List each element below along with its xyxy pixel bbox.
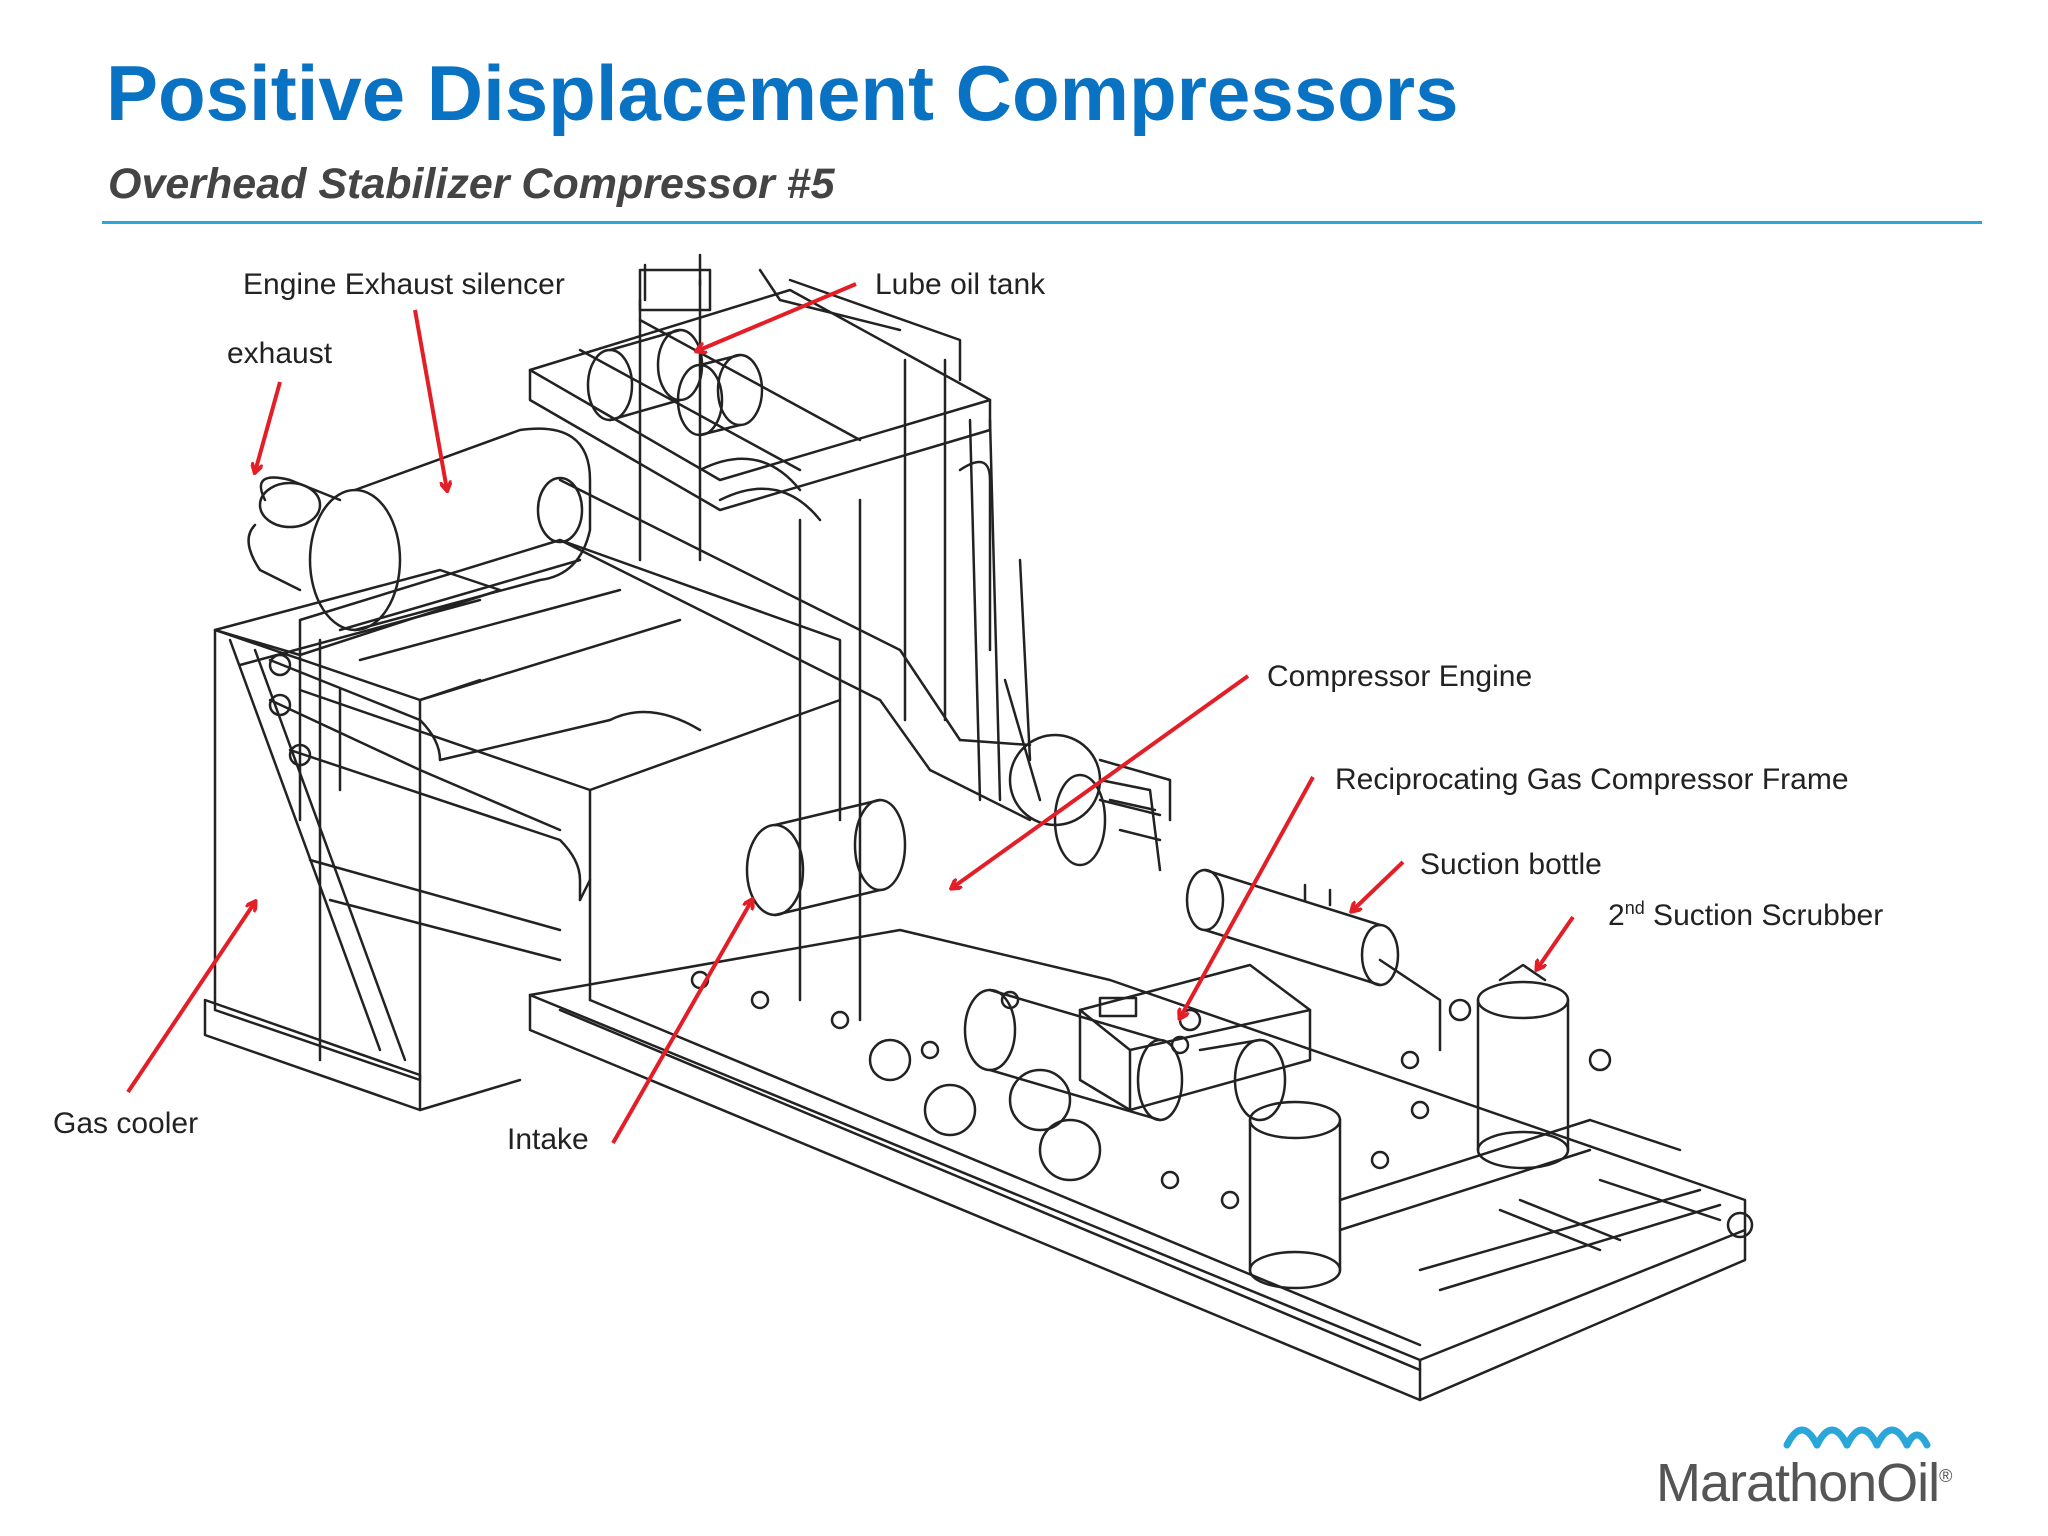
arrow-compressor-engine	[952, 674, 1250, 888]
arrow-lube-oil-tank	[697, 282, 857, 351]
label-suction-scrubber: 2nd Suction Scrubber	[1608, 898, 1884, 932]
arrow-exhaust	[255, 381, 282, 472]
label-compressor-engine: Compressor Engine	[1267, 660, 1533, 693]
vertical-risers	[958, 418, 1172, 822]
skid-piping	[1338, 958, 1754, 1292]
compressor-cylinders	[868, 988, 1287, 1182]
arrow-gas-cooler	[126, 902, 255, 1094]
label-engine-exhaust-silencer: Engine Exhaust silencer	[243, 268, 565, 301]
label-exhaust: exhaust	[227, 337, 333, 370]
arrow-suction-scrubber	[1537, 915, 1575, 969]
skid-base	[528, 928, 1747, 1402]
arrow-intake	[611, 900, 752, 1144]
arrow-compressor-frame	[1180, 776, 1315, 1018]
title-divider	[102, 221, 1982, 224]
suction-bottle	[1185, 868, 1400, 987]
skid-valves	[690, 970, 1430, 1210]
marathon-logo-mark	[1783, 1426, 1931, 1449]
gas-cooler-box	[203, 568, 522, 1112]
arrow-exhaust-silencer	[413, 309, 447, 490]
engine-enclosure	[298, 538, 842, 1002]
label-gas-cooler: Gas cooler	[53, 1107, 199, 1140]
arrow-suction-bottle	[1352, 860, 1405, 911]
page-title: Positive Displacement Compressors	[106, 49, 1459, 137]
scrubber-vessels	[1248, 963, 1570, 1290]
label-lube-oil-tank: Lube oil tank	[875, 268, 1046, 301]
page-subtitle: Overhead Stabilizer Compressor #5	[108, 160, 835, 208]
exhaust-silencer	[247, 427, 592, 632]
lube-oil-tanks	[586, 328, 822, 522]
intake-pipe	[536, 476, 1107, 867]
label-reciprocating-frame: Reciprocating Gas Compressor Frame	[1335, 763, 1849, 796]
marathon-logo-text: MarathonOil®	[1656, 1453, 1952, 1513]
label-intake: Intake	[507, 1123, 589, 1156]
callout-arrows	[126, 282, 1575, 1144]
label-suction-bottle: Suction bottle	[1420, 848, 1602, 881]
air-cleaner	[745, 798, 907, 917]
guard-rail	[1098, 778, 1162, 872]
cooler-piping	[268, 653, 702, 962]
compressor-frame	[1078, 963, 1312, 1112]
top-guard-rail	[643, 253, 962, 382]
